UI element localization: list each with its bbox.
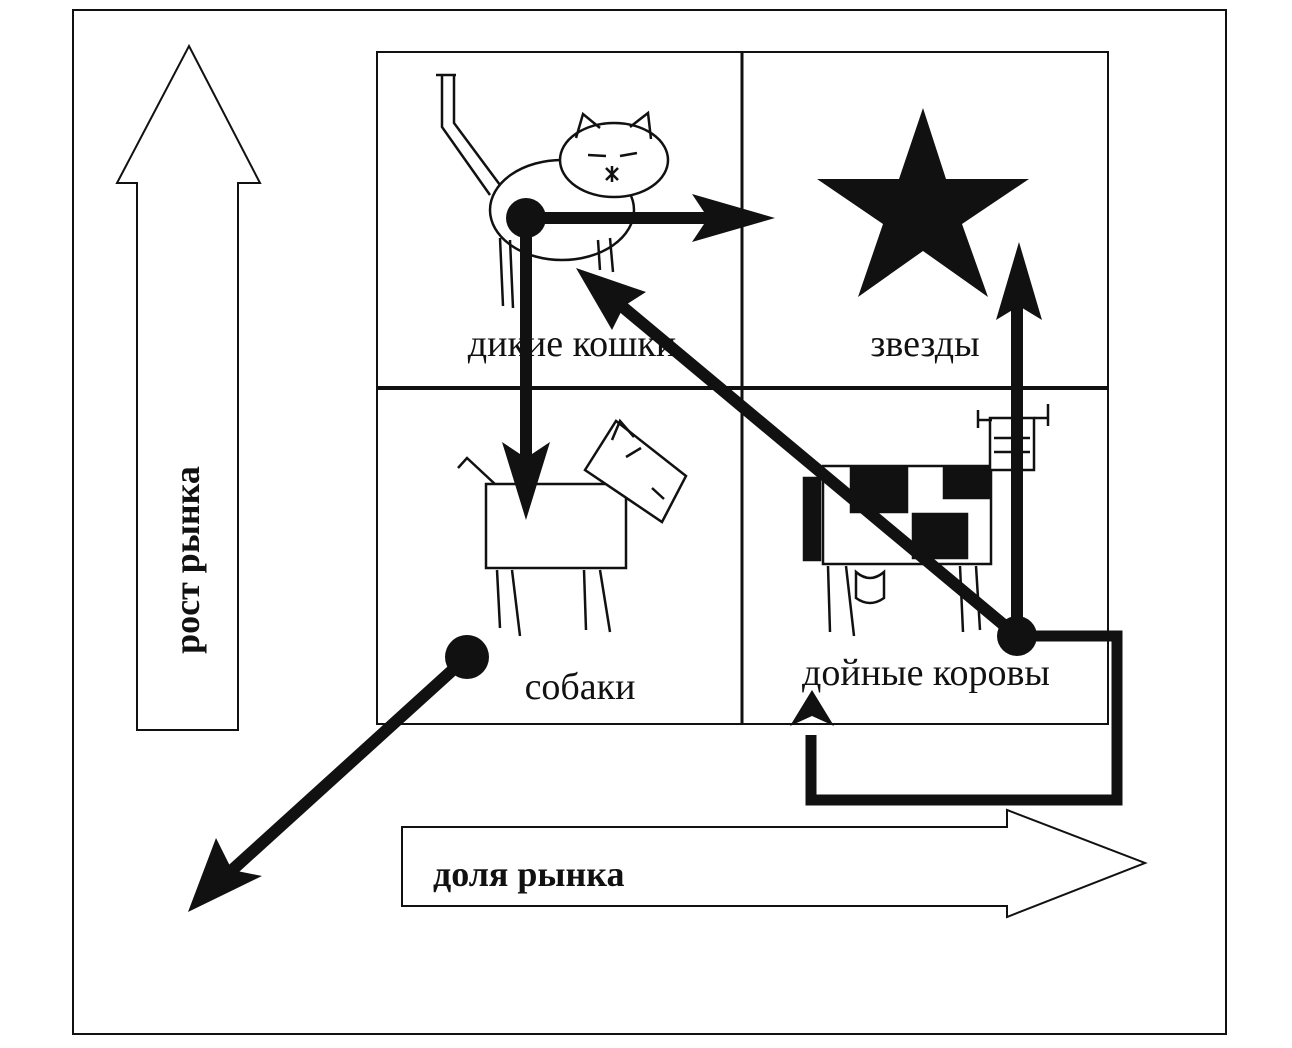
cat-icon bbox=[436, 73, 670, 309]
strategy-arrows bbox=[188, 194, 1123, 912]
vertical-axis-arrow: рост рынка bbox=[115, 43, 262, 731]
horizontal-axis-label: доля рынка bbox=[433, 854, 624, 894]
arrow-cow-loop bbox=[790, 630, 1123, 806]
arrow-wildcat-to-dog bbox=[502, 218, 550, 520]
matrix-grid bbox=[376, 51, 1109, 725]
quadrant-label-stars: звезды bbox=[870, 323, 979, 365]
arrow-cow-to-star bbox=[996, 242, 1042, 636]
star-icon bbox=[817, 108, 1029, 297]
quadrant-label-cash-cows: дойные коровы bbox=[802, 652, 1050, 694]
quadrant-label-dogs: собаки bbox=[525, 666, 636, 708]
dog-icon bbox=[457, 418, 688, 637]
arrow-dog-exit bbox=[188, 635, 489, 912]
vertical-axis-label: рост рынка bbox=[167, 466, 207, 654]
outer-frame bbox=[72, 9, 1227, 1035]
quadrant-label-wildcats: дикие кошки bbox=[468, 323, 676, 365]
horizontal-axis-arrow: доля рынка bbox=[401, 808, 1148, 919]
